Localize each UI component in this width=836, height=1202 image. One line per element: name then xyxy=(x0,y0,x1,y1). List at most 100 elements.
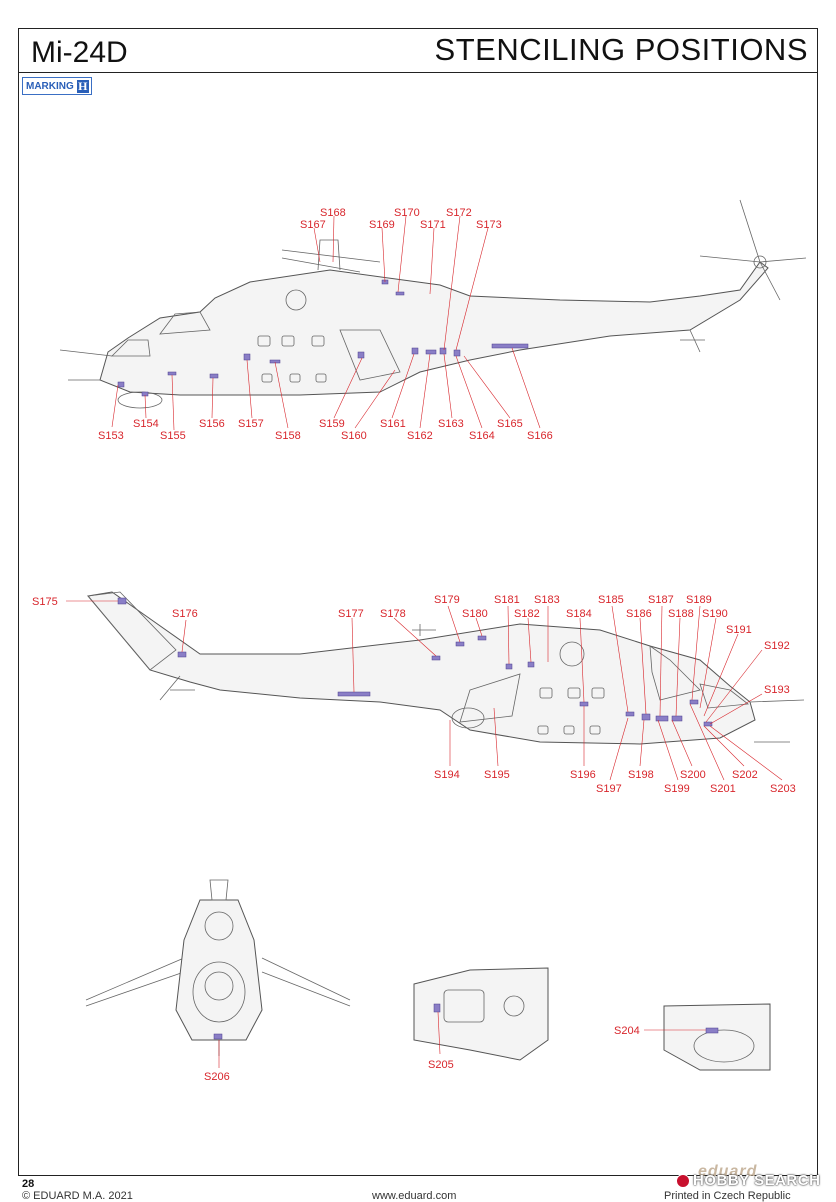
nose-probe-left xyxy=(59,349,113,381)
callout-s183: S183 xyxy=(534,594,560,606)
callout-s185: S185 xyxy=(598,594,624,606)
callout-s164: S164 xyxy=(469,430,495,442)
callout-s201: S201 xyxy=(710,783,736,795)
callout-s172: S172 xyxy=(446,207,472,219)
callout-s167: S167 xyxy=(300,219,326,231)
hobby-search-watermark: HOBBY SEARCH xyxy=(676,1172,820,1189)
callout-s192: S192 xyxy=(764,640,790,652)
callout-s168: S168 xyxy=(320,207,346,219)
callout-s162: S162 xyxy=(407,430,433,442)
callout-s196: S196 xyxy=(570,769,596,781)
callout-s193: S193 xyxy=(764,684,790,696)
callout-s175: S175 xyxy=(32,596,58,608)
front-stencil xyxy=(213,1033,223,1040)
tail-rotor-left xyxy=(699,199,807,301)
callout-s165: S165 xyxy=(497,418,523,430)
fuselage-left xyxy=(99,261,769,396)
callout-s206: S206 xyxy=(204,1071,230,1083)
callouts-left: S153 S154 S155 S156 S157 S158 S159 S160 … xyxy=(98,207,553,442)
marking-label: MARKING xyxy=(26,80,74,92)
tail-fin-right xyxy=(87,591,177,671)
callout-s177: S177 xyxy=(338,608,364,620)
callout-s197: S197 xyxy=(596,783,622,795)
front-stub-wings xyxy=(85,957,351,1007)
nose-detail-door xyxy=(443,989,485,1023)
callout-s184: S184 xyxy=(566,608,592,620)
callout-s180: S180 xyxy=(462,608,488,620)
callout-s203: S203 xyxy=(770,783,796,795)
callout-s199: S199 xyxy=(664,783,690,795)
marking-letter: H xyxy=(76,78,89,93)
callout-s204: S204 xyxy=(614,1025,640,1037)
tail-rotor-hub-left xyxy=(753,255,767,269)
copyright-text: © EDUARD M.A. 2021 xyxy=(22,1190,133,1202)
helicopter-left-view: S153 S154 S155 S156 S157 S158 S159 S160 … xyxy=(59,199,807,442)
front-rotor-mast xyxy=(209,879,229,901)
engine-intake-right xyxy=(559,641,585,667)
nose-probe-right xyxy=(749,699,805,743)
marking-badge: MARKING H xyxy=(22,77,92,95)
section-title: STENCILING POSITIONS xyxy=(434,32,808,67)
callout-s171: S171 xyxy=(420,219,446,231)
rear-canopy-left xyxy=(159,311,211,335)
model-title: Mi-24D xyxy=(31,36,128,69)
callout-s179: S179 xyxy=(434,594,460,606)
tail-skid-right xyxy=(159,675,195,701)
nose-detail-view: S205 xyxy=(413,967,549,1071)
front-intake xyxy=(204,911,234,941)
callout-s194: S194 xyxy=(434,769,460,781)
callout-s191: S191 xyxy=(726,624,752,636)
nose-detail-port xyxy=(503,995,525,1017)
callout-s158: S158 xyxy=(275,430,301,442)
engine-intake-left xyxy=(285,289,307,311)
callout-s157: S157 xyxy=(238,418,264,430)
nose-sensor-pod-left xyxy=(117,391,163,409)
pod-detail-stencil xyxy=(705,1027,719,1034)
watermark-badge-icon xyxy=(676,1173,690,1188)
watermark-text: HOBBY SEARCH xyxy=(693,1172,821,1189)
rotor-hub-right xyxy=(412,624,436,636)
stub-wing-left xyxy=(339,329,401,381)
helicopter-right-view: S175 S176 S177 S178 S179 S180 S181 S182 … xyxy=(32,591,805,795)
eduard-logo: eduard xyxy=(698,1163,758,1180)
callout-s166: S166 xyxy=(527,430,553,442)
nose-detail-body xyxy=(413,967,549,1061)
front-canopy-left xyxy=(111,339,151,357)
stencil-marks-right xyxy=(117,597,713,727)
callout-s188: S188 xyxy=(668,608,694,620)
callout-s195: S195 xyxy=(484,769,510,781)
callouts-right: S175 S176 S177 S178 S179 S180 S181 S182 … xyxy=(32,594,796,795)
website-text: www.eduard.com xyxy=(372,1190,457,1202)
cabin-windows-right xyxy=(537,687,605,735)
nose-detail-stencil xyxy=(433,1003,441,1013)
callout-s182: S182 xyxy=(514,608,540,620)
callout-s155: S155 xyxy=(160,430,186,442)
tail-skid-left xyxy=(680,329,705,353)
pod-detail-view: S204 xyxy=(614,1003,771,1071)
callout-s170: S170 xyxy=(394,207,420,219)
title-divider xyxy=(18,72,818,73)
callout-s161: S161 xyxy=(380,418,406,430)
callout-s190: S190 xyxy=(702,608,728,620)
front-canopy-right xyxy=(699,683,750,709)
helicopter-front-view: S206 xyxy=(85,879,351,1083)
callout-s198: S198 xyxy=(628,769,654,781)
printed-text: Printed in Czech Republic xyxy=(664,1190,791,1202)
pod-detail-body xyxy=(663,1003,771,1071)
callout-s178: S178 xyxy=(380,608,406,620)
stub-wing-right xyxy=(459,673,521,723)
rear-canopy-right xyxy=(649,645,701,701)
callout-s187: S187 xyxy=(648,594,674,606)
callout-s160: S160 xyxy=(341,430,367,442)
callout-s169: S169 xyxy=(369,219,395,231)
front-fuselage xyxy=(175,899,263,1041)
callout-s181: S181 xyxy=(494,594,520,606)
leaders-right xyxy=(66,600,783,781)
front-canopy-inner xyxy=(204,971,234,1001)
callout-s159: S159 xyxy=(319,418,345,430)
callout-s173: S173 xyxy=(476,219,502,231)
front-canopy xyxy=(192,961,246,1023)
leaders-left xyxy=(111,215,541,431)
callout-s186: S186 xyxy=(626,608,652,620)
